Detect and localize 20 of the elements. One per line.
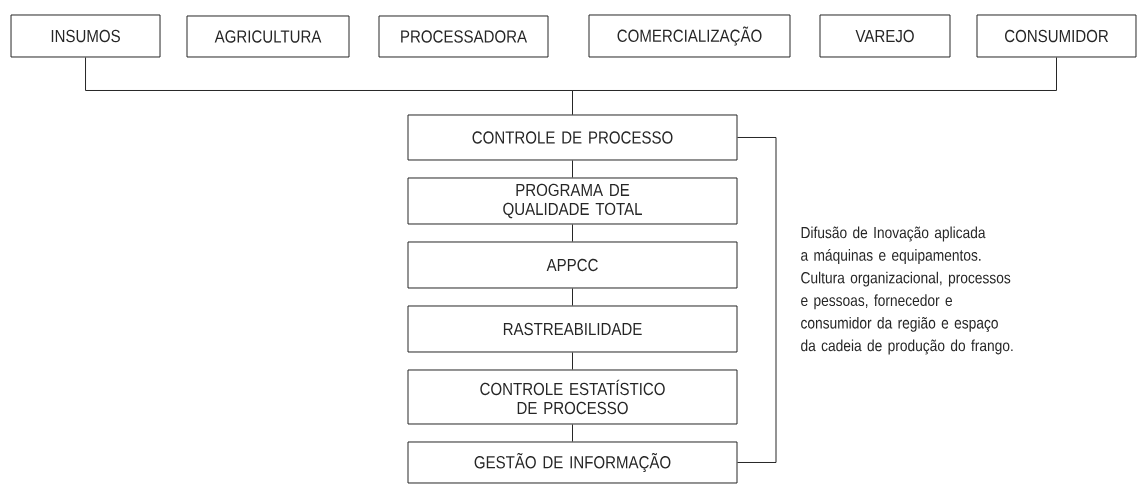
process-box: INSUMOS	[10, 14, 161, 58]
process-box: PROGRAMA DE QUALIDADE TOTAL	[407, 177, 738, 225]
process-box: GESTÃO DE INFORMAÇÃO	[407, 441, 738, 484]
connector-line	[572, 57, 1057, 115]
connector-line	[572, 160, 573, 178]
process-box: CONTROLE DE PROCESSO	[407, 114, 738, 161]
process-box: VAREJO	[819, 14, 951, 58]
connector-line	[572, 288, 573, 306]
connector-line	[572, 224, 573, 242]
process-box: AGRICULTURA	[186, 15, 350, 58]
connector-line	[737, 137, 777, 463]
process-box: APPCC	[407, 241, 738, 289]
process-box: COMERCIALIZAÇÃO	[588, 14, 791, 58]
process-box: CONSUMIDOR	[976, 14, 1137, 58]
process-box: PROCESSADORA	[378, 15, 549, 58]
connector-line	[572, 424, 573, 442]
process-box: RASTREABILIDADE	[407, 305, 738, 353]
connector-line	[572, 352, 573, 370]
note-text: Difusão de Inovação aplicada a máquinas e equipamentos. Cultura organizacional, processos e pessoas, fornecedor e consumidor da região e espaço da cadeia de produção do frango.	[801, 226, 1013, 355]
process-box: CONTROLE ESTATÍSTICO DE PROCESSO	[407, 369, 738, 425]
